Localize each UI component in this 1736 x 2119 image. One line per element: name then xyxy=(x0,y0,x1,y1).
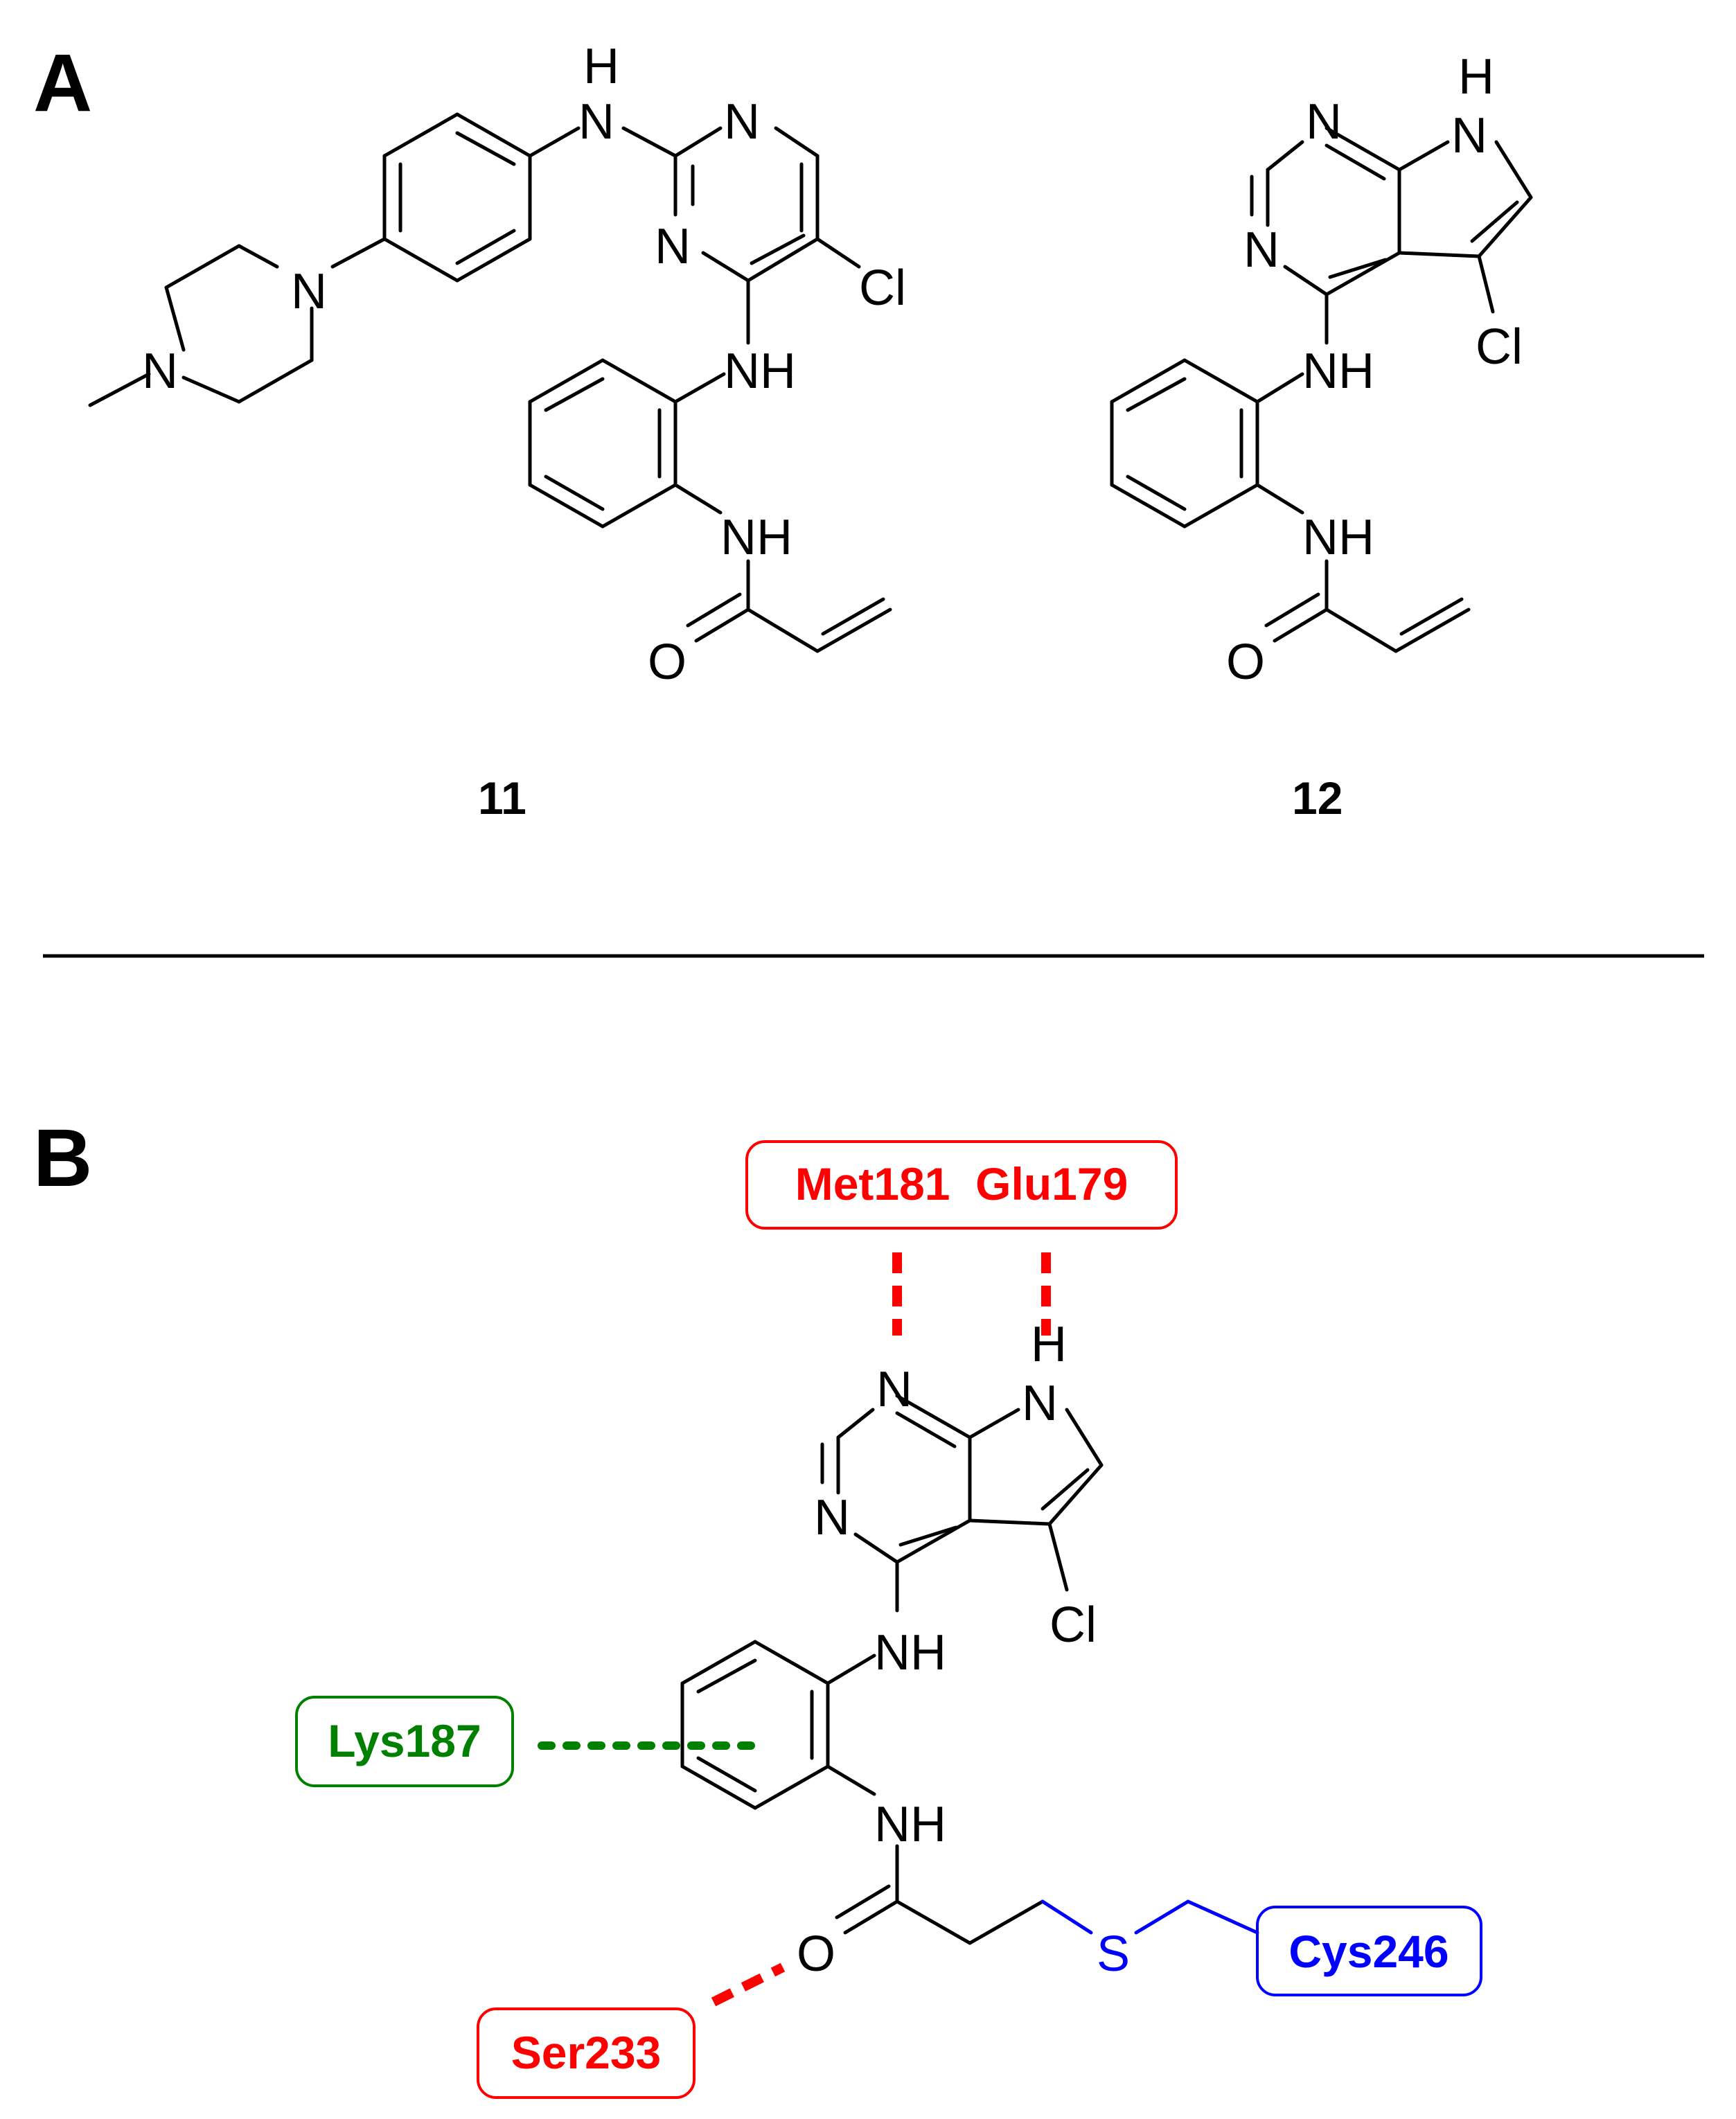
sulfur-atom-label: S xyxy=(1097,1926,1130,1982)
atom-label: O xyxy=(797,1926,835,1982)
panel-b-label: B xyxy=(33,1112,92,1204)
compound-11-structure xyxy=(88,112,892,653)
compound-11-atom-labels: N N H N N N Cl NH NH O xyxy=(142,39,906,690)
atom-label: N xyxy=(814,1490,850,1545)
atom-label: N xyxy=(578,94,614,150)
residue-box-lys187: Lys187 xyxy=(295,1696,514,1787)
bound-compound-atom-labels: N H N N Cl NH NH O S xyxy=(797,1317,1130,1982)
atom-label: N xyxy=(1306,94,1342,150)
atom-label: O xyxy=(648,635,687,690)
atom-label: NH xyxy=(1302,510,1374,565)
atom-label: H xyxy=(583,39,619,94)
atom-label: N xyxy=(1243,222,1279,278)
panel-a-label: A xyxy=(33,37,92,129)
atom-label: Cl xyxy=(1476,319,1523,375)
residue-box-cys246: Cys246 xyxy=(1256,1906,1482,1996)
atom-label: Cl xyxy=(1049,1597,1097,1653)
residue-label-met181-glu179: Met181 Glu179 xyxy=(795,1158,1128,1209)
bound-compound-structure xyxy=(680,1394,1104,1945)
covalent-linkage xyxy=(1040,1899,1259,1935)
atom-label: NH xyxy=(874,1625,946,1681)
atom-label: N xyxy=(1022,1376,1058,1431)
atom-label: Cl xyxy=(859,260,906,316)
atom-label: N xyxy=(1451,108,1487,163)
compound-12-atom-labels: N H N N Cl NH NH O xyxy=(1226,49,1523,690)
compound-11-label: 11 xyxy=(478,772,526,824)
atom-label: H xyxy=(1458,49,1494,105)
residue-box-ser233: Ser233 xyxy=(477,2007,696,2099)
atom-label: NH xyxy=(1302,344,1374,399)
residue-label-cys246: Cys246 xyxy=(1288,1926,1449,1977)
residue-label-lys187: Lys187 xyxy=(328,1715,481,1766)
residue-box-met181-glu179: Met181 Glu179 xyxy=(745,1140,1178,1230)
atom-label: N xyxy=(724,94,760,150)
atom-label: N xyxy=(655,219,691,274)
atom-label: NH xyxy=(724,344,796,399)
atom-label: NH xyxy=(720,510,792,565)
atom-label: O xyxy=(1226,635,1265,690)
atom-label: N xyxy=(876,1362,912,1417)
compound-12-structure xyxy=(1110,126,1533,653)
atom-label: H xyxy=(1031,1317,1067,1372)
atom-label: N xyxy=(142,344,178,399)
atom-label: N xyxy=(291,264,327,319)
residue-label-ser233: Ser233 xyxy=(511,2027,662,2078)
hbond-ser233 xyxy=(711,1962,786,2007)
atom-label: NH xyxy=(874,1797,946,1852)
compound-12-label: 12 xyxy=(1292,772,1343,824)
